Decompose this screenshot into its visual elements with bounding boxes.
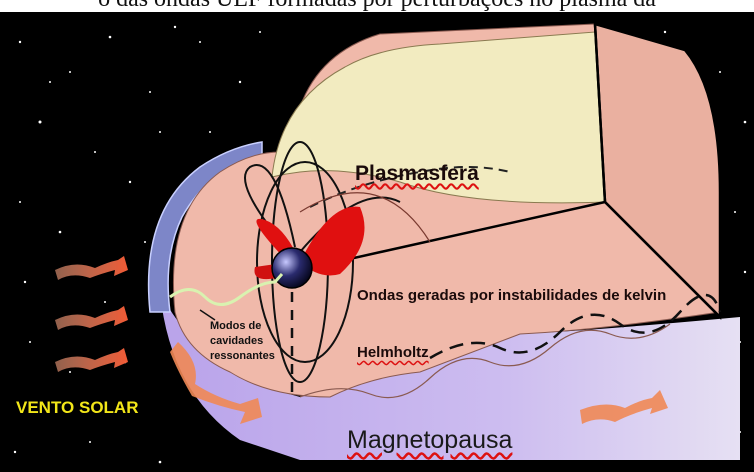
solar-wind-arrow xyxy=(55,256,128,280)
cavity-label-line3: ressonantes xyxy=(210,349,290,364)
cavity-label-line1: Modos de xyxy=(210,319,290,334)
caption-text: o das ondas ULF formadas por perturbaçõe… xyxy=(0,0,754,12)
plasmasphere-label: Plasmasfera xyxy=(355,162,479,186)
earth-icon xyxy=(272,248,312,288)
cavity-label-line2: cavidades xyxy=(210,334,290,349)
solar-wind-arrow xyxy=(55,348,128,372)
magnetopause-label: Magnetopausa xyxy=(347,426,512,455)
magnetosphere-diagram: Plasmasfera Ondas geradas por instabilid… xyxy=(0,12,754,472)
cavity-modes-label: Modos de cavidades ressonantes xyxy=(210,319,290,364)
solar-wind-arrows xyxy=(55,256,128,372)
kelvin-helmholtz-label-line2: Helmholtz xyxy=(357,344,429,361)
solar-wind-arrow xyxy=(55,306,128,330)
solar-wind-label: VENTO SOLAR xyxy=(16,398,138,418)
kelvin-helmholtz-label-line1: Ondas geradas por instabilidades de kelv… xyxy=(357,287,666,304)
